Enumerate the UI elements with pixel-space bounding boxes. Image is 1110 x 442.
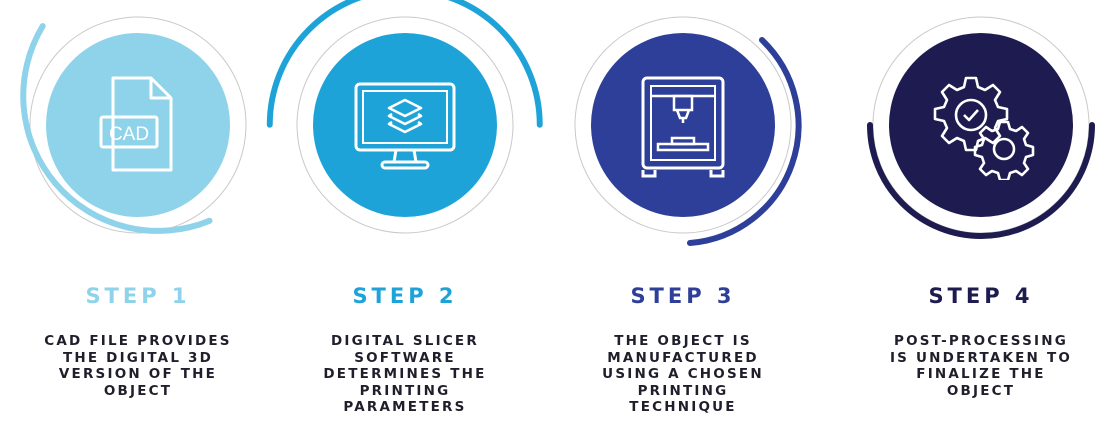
step-1-title: STEP 1	[85, 284, 191, 308]
gears-icon	[926, 70, 1036, 182]
step-1: CAD STEP 1 CAD FILE PROVIDES THE DIGITAL…	[20, 0, 253, 442]
step-2-desc-line: PARAMETERS	[343, 399, 467, 415]
step-4-description: POST-PROCESSING IS UNDERTAKEN TO FINALIZ…	[866, 333, 1096, 399]
step-4-desc-line: IS UNDERTAKEN TO	[889, 349, 1073, 366]
step-2-desc-line: PRINTING	[359, 382, 451, 399]
step-2-title: STEP 2	[352, 284, 458, 308]
step-2-description: DIGITAL SLICER SOFTWARE DETERMINES THE P…	[290, 333, 520, 416]
step-4-desc-line: FINALIZE THE	[916, 366, 1046, 382]
step-2-desc-line: DETERMINES THE	[323, 366, 487, 382]
step-1-desc-line: CAD FILE PROVIDES	[44, 333, 232, 349]
step-1-desc-line: OBJECT	[103, 382, 173, 399]
3d-printer-icon	[628, 70, 738, 180]
step-2-desc-line: SOFTWARE	[354, 349, 456, 366]
step-4-title: STEP 4	[928, 284, 1034, 308]
step-3-desc-line: USING A CHOSEN	[602, 366, 764, 382]
step-3-desc-line: TECHNIQUE	[629, 399, 737, 415]
step-2: STEP 2 DIGITAL SLICER SOFTWARE DETERMINE…	[266, 0, 543, 442]
step-3: STEP 3 THE OBJECT IS MANUFACTURED USING …	[568, 0, 802, 442]
cad-file-icon: CAD	[83, 70, 193, 180]
step-1-ring	[20, 16, 247, 234]
step-1-description: CAD FILE PROVIDES THE DIGITAL 3D VERSION…	[23, 333, 253, 399]
step-3-desc-line: PRINTING	[637, 382, 729, 399]
step-4-desc-line: OBJECT	[946, 382, 1016, 399]
monitor-layers-icon	[350, 70, 460, 180]
step-4: STEP 4 POST-PROCESSING IS UNDERTAKEN TO …	[866, 0, 1096, 442]
step-3-description: THE OBJECT IS MANUFACTURED USING A CHOSE…	[568, 333, 798, 416]
step-2-desc-line: DIGITAL SLICER	[331, 333, 479, 349]
step-3-desc-line: THE OBJECT IS	[614, 333, 752, 349]
step-1-desc-line: THE DIGITAL 3D	[62, 349, 214, 366]
step-3-desc-line: MANUFACTURED	[607, 349, 759, 366]
step-4-desc-line: POST-PROCESSING	[893, 333, 1069, 349]
step-3-ring	[574, 16, 802, 246]
cad-label: CAD	[109, 124, 149, 145]
step-3-title: STEP 3	[630, 284, 736, 308]
step-1-desc-line: VERSION OF THE	[58, 366, 218, 382]
